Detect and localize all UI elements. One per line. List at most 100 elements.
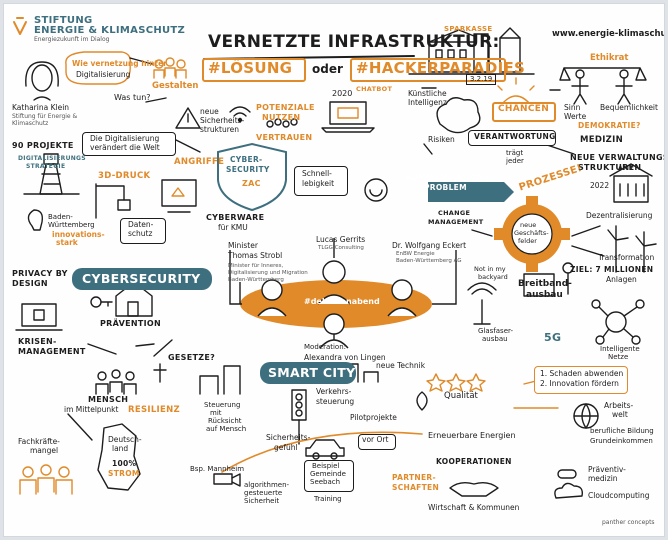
- fiber-line1: Glasfaser-: [478, 327, 513, 335]
- innovation-line1: innovations-: [52, 230, 105, 239]
- event-date: 3.2.19: [466, 74, 497, 86]
- eckert-line3: Baden-Württemberg AG: [396, 258, 462, 264]
- potentials-line2: NUTZEN: [262, 113, 301, 122]
- workworld-line1: Arbeits-: [604, 401, 634, 410]
- gestalten-label: Gestalten: [152, 81, 199, 91]
- eckert-line1: Dr. Wolfgang Eckert: [392, 241, 467, 250]
- crisis-line2: MANAGEMENT: [18, 347, 86, 356]
- prevention-med-line1: Präventiv-: [588, 465, 626, 474]
- minister-line5: Baden-Württemberg: [228, 277, 284, 283]
- on-site-box: [358, 434, 396, 450]
- ki-line1: Künstliche: [408, 89, 447, 98]
- bawue-line2: Württemberg: [48, 221, 95, 229]
- cyberware-line2: für KMU: [218, 223, 248, 232]
- broadband-line2: ausbau: [526, 290, 563, 300]
- computer-attack-icon: [161, 179, 197, 213]
- green-line1: 100%: [112, 459, 137, 468]
- algo-line1: algorithmen-: [244, 481, 290, 489]
- skilled-line2: mangel: [30, 446, 59, 455]
- skilled-line1: Fachkräfte-: [18, 437, 60, 446]
- smart-grid-line2: Netze: [608, 353, 629, 361]
- crisis-line1: KRISEN-: [18, 337, 57, 346]
- partners-line2: SCHAFTEN: [392, 483, 440, 492]
- goals-box: [534, 366, 628, 394]
- ethics-scales-icon: [559, 67, 647, 105]
- change-line2: MANAGEMENT: [428, 218, 484, 226]
- example2-line3: Seebach: [310, 478, 341, 486]
- ethics-title: Ethikrat: [590, 53, 629, 63]
- chatbot-label: CHATBOT: [356, 85, 393, 93]
- sparkasse-label: SPARKASSE: [444, 25, 493, 33]
- minister-line4: Digitalisierung und Migration: [228, 270, 308, 276]
- partners-line1: PARTNER-: [392, 473, 436, 482]
- gerrits-line1: Lucas Gerrits: [316, 235, 366, 244]
- gavel-icon: [153, 363, 167, 383]
- quality-label: Qualität: [444, 391, 478, 401]
- traffic-line2: steuerung: [316, 397, 355, 406]
- cybersecurity-banner: [72, 268, 212, 290]
- business-line1: neue: [520, 221, 537, 229]
- car-icon: [305, 439, 345, 460]
- data-protection-box: [120, 218, 166, 244]
- attacks-label: ANGRIFFE: [174, 157, 225, 167]
- bawue-line1: Baden-: [48, 213, 73, 221]
- prevention-label: PRÄVENTION: [100, 319, 161, 328]
- surveillance-camera-icon: [213, 473, 241, 487]
- economy-label: Wirtschaft & Kommunen: [428, 503, 520, 512]
- website-url: www.energie-klimaschutz.de: [552, 29, 664, 39]
- hashtag-solution: #LÖSUNG: [208, 59, 293, 77]
- moderation-line1: Moderation:: [304, 343, 347, 351]
- cyber-line1: CYBER-: [230, 155, 263, 164]
- brand-sub: Energiezukunft im Dialog: [34, 36, 110, 43]
- education-label: berufliche Bildung: [590, 427, 654, 435]
- data-protection-line1: Daten-: [128, 220, 154, 229]
- gear-process-icon: [494, 196, 570, 272]
- goal-line1: ZIEL: 7 MILLIONEN: [570, 265, 654, 274]
- germany-line1: Deutsch-: [108, 435, 142, 444]
- human-line2: im Mittelpunkt: [64, 405, 119, 414]
- 5g-label: 5G: [544, 331, 562, 344]
- digital-changes-line2: verändert die Welt: [90, 143, 160, 152]
- training-label: Training: [314, 495, 342, 503]
- warning-sign-icon: [175, 107, 201, 129]
- traffic-line1: Verkehrs-: [316, 387, 352, 396]
- renewable-label: Erneuerbare Energien: [428, 431, 516, 440]
- cybersecurity-shield-icon: [217, 142, 287, 212]
- privacy-laptop-icon: [15, 303, 63, 331]
- location-pin-icon: [416, 391, 428, 411]
- safety-line1: Sicherheits-: [266, 433, 311, 442]
- katharina-klein-portrait-icon: [25, 61, 59, 101]
- hashtag-solution-box: [202, 58, 306, 82]
- germany-map-icon: [97, 423, 141, 491]
- chances-box: [492, 102, 556, 122]
- admin-building-icon: [609, 163, 653, 203]
- privacy-line2: DESIGN: [12, 279, 48, 288]
- 3d-print-label: 3D-DRUCK: [98, 171, 151, 181]
- new-tech-label: neue Technik: [376, 361, 426, 370]
- sketch-drawing-layer: [13, 17, 657, 499]
- steering-line1: Steuerung: [204, 401, 241, 409]
- digital-changes-box: [82, 132, 176, 156]
- comm-line2: PROBLEM: [424, 183, 467, 192]
- medicine-label: MEDIZIN: [580, 135, 624, 145]
- convenience-label: Bequemlichkeit: [600, 103, 658, 112]
- speaker-klein-name: Katharina Klein: [12, 103, 70, 112]
- decentral-label: Dezentralisierung: [586, 211, 653, 220]
- question-line2: Digitalisierung: [76, 70, 131, 79]
- smart-city-banner: [260, 362, 356, 384]
- speaker-klein-aff2: Klimaschutz: [12, 120, 49, 127]
- fast-line2: lebigkeit: [302, 179, 335, 188]
- chances-label: CHANCEN: [498, 104, 550, 114]
- potentials-line1: POTENZIALE: [256, 103, 315, 112]
- germany-line2: land: [112, 444, 129, 453]
- lighthouse-icon: [23, 153, 80, 195]
- safety-line2: gefühl: [274, 443, 298, 452]
- goal-line2: Anlagen: [606, 275, 637, 284]
- projects-count: 90 PROJEKTE: [12, 141, 74, 150]
- carry-line1: trägt: [506, 149, 524, 157]
- democracy-label: DEMOKRATIE?: [578, 121, 641, 130]
- lightbulb-icon: [27, 209, 44, 231]
- pilot-label: Pilotprojekte: [350, 413, 397, 422]
- resilience-label: RESILIENZ: [128, 405, 180, 415]
- strategy-line1: DIGITALISIERUNGS: [18, 155, 86, 162]
